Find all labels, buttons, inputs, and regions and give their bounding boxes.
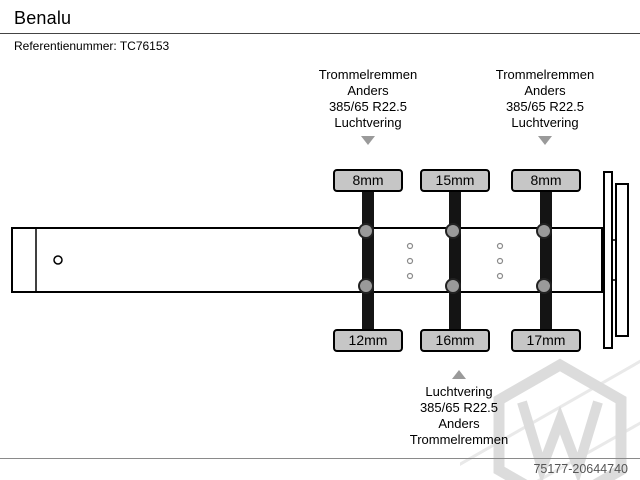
info-line: 385/65 R22.5 [419, 400, 499, 415]
axle-info-top-right: Trommelremmen Anders 385/65 R22.5 Luchtv… [460, 67, 630, 131]
info-line: 385/65 R22.5 [505, 99, 585, 114]
info-line: Anders [524, 83, 566, 98]
wheel-hub [358, 223, 374, 239]
brake-measurement-top-1: 8mm [333, 169, 403, 192]
info-line: Trommelremmen [409, 432, 509, 447]
watermark-logo [460, 358, 640, 480]
info-line: Anders [347, 83, 389, 98]
footer-divider [0, 458, 640, 459]
down-arrow-icon [538, 136, 552, 145]
down-arrow-icon [361, 136, 375, 145]
page-title: Benalu [14, 8, 72, 28]
axle-bar-2 [449, 191, 461, 329]
axle-bar-1 [362, 191, 374, 329]
header-divider [0, 33, 640, 34]
brake-measurement-bottom-1: 12mm [333, 329, 403, 352]
info-line: Trommelremmen [495, 67, 595, 82]
wheel-hub [445, 278, 461, 294]
brake-measurement-top-3: 8mm [511, 169, 581, 192]
wheel-hub [445, 223, 461, 239]
up-arrow-icon [452, 370, 466, 379]
wheel-hub [536, 223, 552, 239]
axle-info-bottom: Luchtvering 385/65 R22.5 Anders Trommelr… [374, 384, 544, 448]
wheel-hub [358, 278, 374, 294]
reference-number: Referentienummer: TC76153 [14, 39, 170, 53]
listing-id: 75177-20644740 [533, 462, 628, 476]
info-line: Luchtvering [511, 115, 579, 130]
axle-info-top-left: Trommelremmen Anders 385/65 R22.5 Luchtv… [283, 67, 453, 131]
brake-measurement-bottom-3: 17mm [511, 329, 581, 352]
axle-bar-3 [540, 191, 552, 329]
wheel-hub [536, 278, 552, 294]
info-line: Luchtvering [425, 384, 493, 399]
info-line: 385/65 R22.5 [328, 99, 408, 114]
info-line: Anders [438, 416, 480, 431]
brake-measurement-top-2: 15mm [420, 169, 490, 192]
info-line: Trommelremmen [318, 67, 418, 82]
info-line: Luchtvering [334, 115, 402, 130]
brake-measurement-bottom-2: 16mm [420, 329, 490, 352]
